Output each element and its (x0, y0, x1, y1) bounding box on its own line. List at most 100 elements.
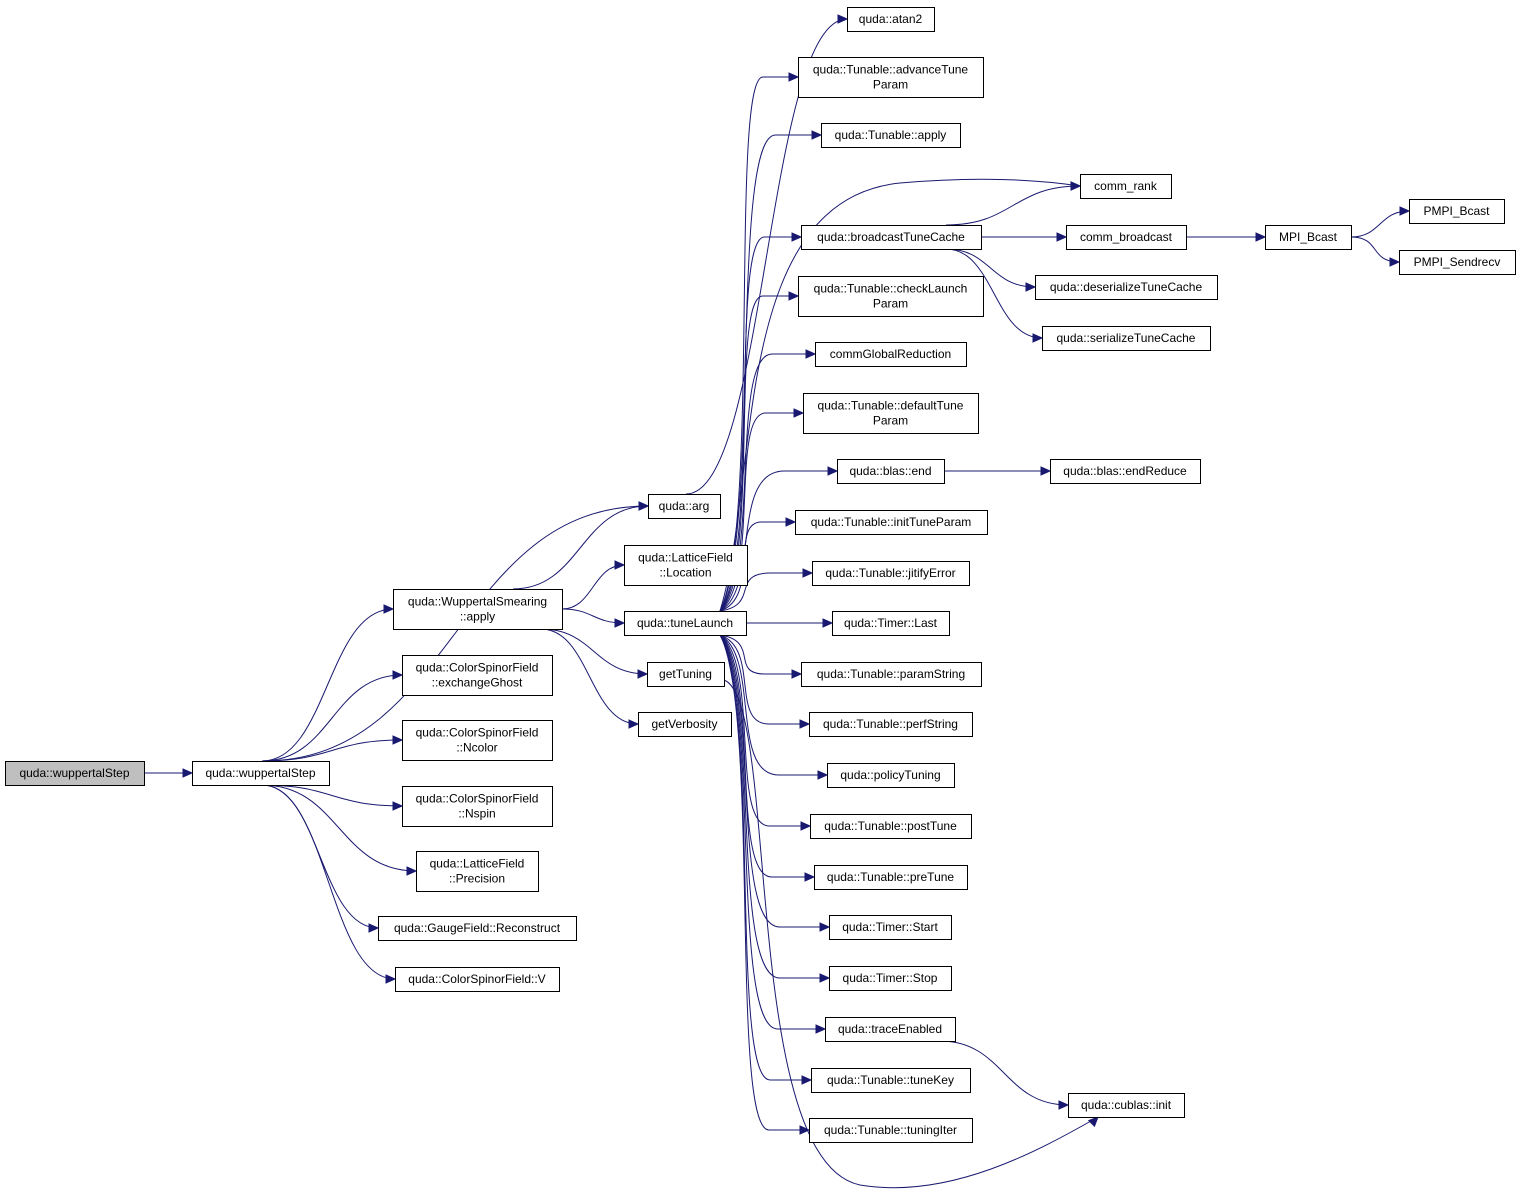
edge-line (719, 634, 814, 878)
arrowhead (819, 973, 831, 983)
node-ws-apply[interactable]: quda::WuppertalSmearing::apply (393, 589, 563, 630)
edge-line (719, 634, 809, 1131)
node-paramstring[interactable]: quda::Tunable::paramString (801, 662, 982, 687)
node-blas-end[interactable]: quda::blas::end (837, 459, 945, 484)
node-box (1068, 1093, 1185, 1118)
arrowhead (819, 922, 831, 932)
edge-wuppertalstep-to-precision (261, 784, 418, 876)
node-getverbosity[interactable]: getVerbosity (638, 712, 732, 737)
arrowhead (804, 872, 816, 882)
node-timer-last[interactable]: quda::Timer::Last (832, 611, 950, 636)
node-pretune[interactable]: quda::Tunable::preTune (814, 865, 968, 890)
call-graph-edges (144, 14, 1411, 1189)
node-mpi-bcast[interactable]: MPI_Bcast (1265, 225, 1352, 250)
node-comm-broadcast[interactable]: comm_broadcast (1066, 225, 1187, 250)
arrowhead (1389, 257, 1401, 267)
arrowhead (815, 1024, 827, 1034)
arrowhead (811, 130, 823, 140)
edge-line (540, 628, 639, 725)
node-box (837, 459, 945, 484)
node-box (821, 123, 961, 148)
node-box (825, 1017, 956, 1042)
node-commglobalreduction[interactable]: commGlobalReduction (815, 342, 967, 367)
edge-mpi-bcast-to-pmpi-sendrecv (1350, 236, 1401, 267)
node-tuningiter[interactable]: quda::Tunable::tuningIter (809, 1118, 973, 1143)
arrowhead (637, 669, 649, 679)
edge-wuppertalstep-to-ws-apply (261, 604, 395, 762)
node-box (801, 662, 982, 687)
node-box (798, 276, 984, 317)
arrowhead (1056, 232, 1068, 242)
node-box (402, 720, 553, 761)
node-box (393, 589, 563, 630)
node-gettuning[interactable]: getTuning (647, 662, 725, 687)
arrowhead (793, 408, 805, 418)
node-deserializetunecache[interactable]: quda::deserializeTuneCache (1035, 275, 1218, 300)
node-reconstruct[interactable]: quda::GaugeField::Reconstruct (378, 916, 577, 941)
node-tunelaunch[interactable]: quda::tuneLaunch (624, 611, 747, 636)
node-timer-stop[interactable]: quda::Timer::Stop (829, 966, 952, 991)
node-box (648, 494, 721, 519)
node-serializetunecache[interactable]: quda::serializeTuneCache (1042, 326, 1211, 351)
node-posttune[interactable]: quda::Tunable::postTune (810, 814, 972, 839)
node-policytuning[interactable]: quda::policyTuning (827, 763, 955, 788)
node-box (1042, 326, 1211, 351)
node-jitifyerror[interactable]: quda::Tunable::jitifyError (812, 561, 970, 586)
node-v[interactable]: quda::ColorSpinorField::V (395, 967, 560, 992)
node-box (402, 655, 553, 696)
edge-line (261, 739, 403, 762)
node-label: quda::Tunable::defaultTune (818, 399, 964, 413)
edge-line (1350, 236, 1400, 263)
edge-tunelaunch-to-advancetuneparam (719, 72, 800, 612)
edge-wuppertalstep-to-nspin (261, 784, 404, 811)
edge-broadcasttunecache-to-serializetunecache (945, 248, 1044, 343)
node-exchangeghost[interactable]: quda::ColorSpinorField::exchangeGhost (402, 655, 553, 696)
node-label: PMPI_Bcast (1423, 204, 1490, 218)
node-ncolor[interactable]: quda::ColorSpinorField::Ncolor (402, 720, 553, 761)
node-pmpi-bcast[interactable]: PMPI_Bcast (1409, 199, 1505, 224)
node-t-apply[interactable]: quda::Tunable::apply (821, 123, 961, 148)
node-box (624, 611, 747, 636)
node-pmpi-sendrecv[interactable]: PMPI_Sendrecv (1399, 250, 1516, 275)
edge-ws-apply-to-location (561, 560, 626, 610)
node-label: quda::Tunable::preTune (827, 870, 955, 884)
node-box (1399, 250, 1516, 275)
edge-line (540, 628, 648, 675)
node-cublas-init[interactable]: quda::cublas::init (1068, 1093, 1185, 1118)
node-endreduce[interactable]: quda::blas::endReduce (1050, 459, 1201, 484)
edge-line (719, 634, 827, 776)
node-tunekey[interactable]: quda::Tunable::tuneKey (811, 1068, 971, 1093)
node-box (827, 763, 955, 788)
node-label: quda::traceEnabled (838, 1022, 942, 1036)
node-comm-rank[interactable]: comm_rank (1080, 174, 1172, 199)
node-box (811, 1068, 971, 1093)
node-location[interactable]: quda::LatticeField::Location (624, 545, 748, 586)
arrowhead (392, 670, 404, 680)
node-inittuneparam[interactable]: quda::Tunable::initTuneParam (795, 510, 988, 535)
node-box (815, 342, 967, 367)
node-precision[interactable]: quda::LatticeField::Precision (416, 851, 539, 892)
node-traceenabled[interactable]: quda::traceEnabled (825, 1017, 956, 1042)
node-perfstring[interactable]: quda::Tunable::perfString (809, 712, 973, 737)
node-box (812, 561, 970, 586)
node-label: PMPI_Sendrecv (1414, 255, 1501, 269)
node-atan2[interactable]: quda::atan2 (847, 7, 935, 32)
node-label: quda::Tunable::initTuneParam (811, 515, 972, 529)
node-nspin[interactable]: quda::ColorSpinorField::Nspin (402, 786, 553, 827)
node-wuppertalstep-root[interactable]: quda::wuppertalStep (5, 761, 145, 786)
node-wuppertalstep[interactable]: quda::wuppertalStep (192, 761, 330, 786)
edge-tunelaunch-to-blas-end (719, 466, 839, 612)
node-broadcasttunecache[interactable]: quda::broadcastTuneCache (801, 225, 982, 250)
edge-gettuning-to-cublas-init (723, 679, 1099, 1189)
node-label: quda::Timer::Stop (843, 971, 938, 985)
node-label: quda::arg (659, 499, 710, 513)
node-arg[interactable]: quda::arg (648, 494, 721, 519)
node-label: ::Precision (449, 872, 505, 886)
node-label: quda::wuppertalStep (205, 766, 315, 780)
arrowhead (1087, 1116, 1099, 1128)
node-timer-start[interactable]: quda::Timer::Start (829, 915, 952, 940)
